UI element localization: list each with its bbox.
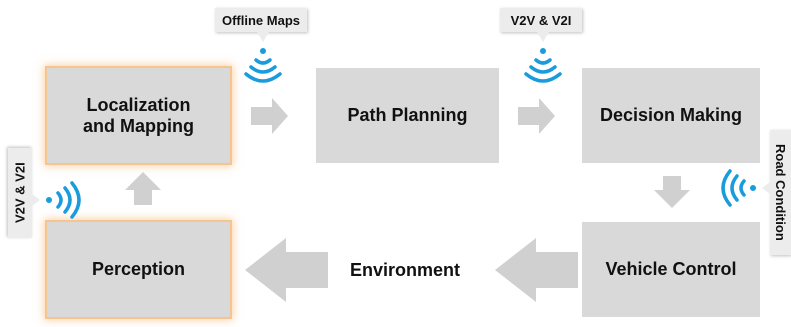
vehicle-control-label: Vehicle Control: [605, 259, 737, 280]
arrow-down-icon: [654, 176, 690, 208]
localization-mapping-label: Localization and Mapping: [83, 94, 194, 136]
arrow-left-icon: [495, 238, 578, 302]
v2v-top-pointer: [537, 32, 549, 42]
path-planning-label: Path Planning: [347, 105, 468, 126]
wifi-signal-icon: [46, 181, 81, 219]
road-condition-pointer: [762, 182, 770, 194]
wifi-signal-icon: [721, 169, 756, 207]
v2v-v2i-top-tag: V2V & V2I: [500, 8, 582, 32]
wifi-signal-icon: [524, 48, 562, 83]
perception-label: Perception: [91, 259, 186, 280]
arrow-up-icon: [125, 172, 161, 205]
arrow-right-icon: [518, 98, 555, 134]
offline-maps-tag: Offline Maps: [215, 8, 307, 32]
arrow-left-icon: [245, 238, 328, 302]
perception-box: Perception: [47, 222, 230, 317]
decision-making-box: Decision Making: [582, 68, 760, 163]
v2v-left-pointer: [32, 194, 40, 206]
path-planning-box: Path Planning: [316, 68, 499, 163]
offline-maps-pointer: [257, 32, 269, 42]
environment-label: Environment: [349, 259, 460, 280]
vehicle-control-box: Vehicle Control: [582, 222, 760, 317]
wifi-signal-icon: [244, 48, 282, 83]
decision-making-label: Decision Making: [599, 105, 743, 126]
localization-mapping-box: Localization and Mapping: [47, 68, 230, 163]
road-condition-tag: Road Condition: [770, 130, 791, 255]
arrow-right-icon: [251, 98, 288, 134]
